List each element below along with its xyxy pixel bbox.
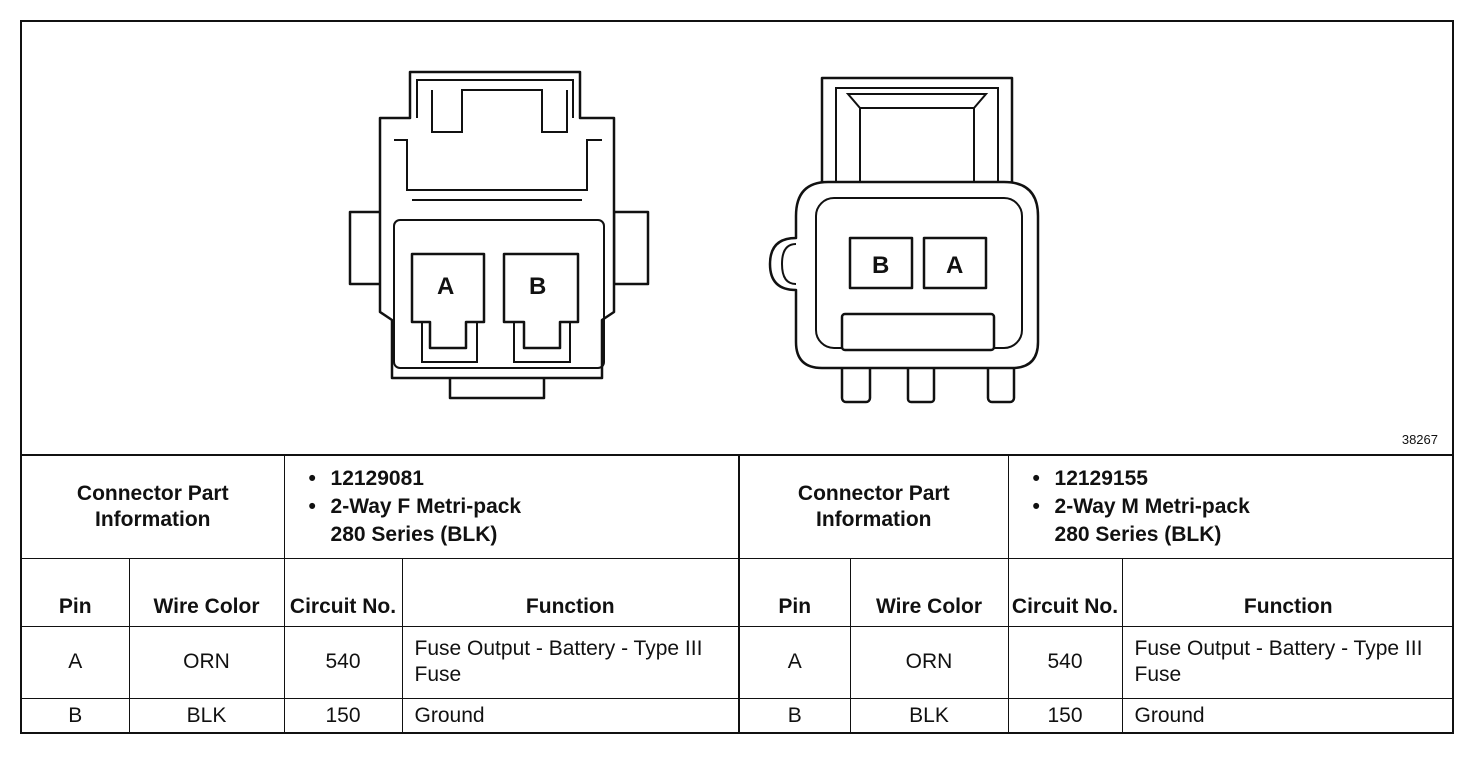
table-row: B BLK 150 Ground [22,697,738,734]
wire-color-cell: BLK [128,697,285,734]
table-row: A ORN 540 Fuse Output - Battery - Type I… [740,625,1454,699]
wire-color-cell: ORN [849,625,1009,699]
table-row: B BLK 150 Ground [740,697,1454,734]
cavity-label-left-1: A [437,273,454,300]
header-row: Pin Wire Color Circuit No. Function [22,557,738,627]
female-connector-table: Connector Part Information •12129081 •2-… [22,456,738,734]
male-latch-bar [840,312,996,352]
part-number: 12129155 [1054,466,1148,490]
function-cell: Fuse Output - Battery - Type III Fuse [401,625,738,699]
connector-part-info-label: Connector Part Information [740,456,1009,559]
part-info-block: •12129081 •2-Way F Metri-pack 280 Series… [283,456,738,559]
connector-illustrations: A B B A [348,70,1040,404]
header-row: Pin Wire Color Circuit No. Function [740,557,1454,627]
part-description-line-2: 280 Series (BLK) [1054,522,1222,546]
header-wire-color: Wire Color [128,557,285,627]
cavity-a [410,252,486,350]
header-function: Function [1121,557,1454,627]
male-connector-table: Connector Part Information •12129155 •2-… [738,456,1454,734]
header-circuit-no: Circuit No. [1007,557,1123,627]
figure-number: 38267 [1401,432,1438,447]
cavity-b-male [848,236,914,290]
part-info-block: •12129155 •2-Way M Metri-pack 280 Series… [1007,456,1454,559]
circuit-no-cell: 150 [1007,697,1123,734]
pin-cell: A [22,625,130,699]
part-description-line-2: 280 Series (BLK) [330,522,498,546]
diagram-frame: A B B A 38267 [20,20,1454,734]
header-circuit-no: Circuit No. [283,557,403,627]
connector-drawing: A B B A 38267 [22,22,1452,454]
connector-tables: Connector Part Information •12129081 •2-… [22,454,1454,734]
part-description-line-1: 2-Way F Metri-pack [330,494,522,518]
male-connector-graphic: B A [768,76,1040,404]
circuit-no-cell: 150 [283,697,403,734]
right-side-tab [612,210,650,286]
table-row: A ORN 540 Fuse Output - Battery - Type I… [22,625,738,699]
function-cell: Fuse Output - Battery - Type III Fuse [1121,625,1454,699]
header-function: Function [401,557,738,627]
header-pin: Pin [22,557,130,627]
pin-cell: A [740,625,851,699]
cavity-a-male [922,236,988,290]
part-number: 12129081 [330,466,424,490]
header-wire-color: Wire Color [849,557,1009,627]
pin-cell: B [22,697,130,734]
wire-color-cell: ORN [128,625,285,699]
part-info-row: Connector Part Information •12129155 •2-… [740,456,1454,559]
function-cell: Ground [1121,697,1454,734]
pin-cell: B [740,697,851,734]
connector-part-info-label: Connector Part Information [22,456,285,559]
cavity-label-right-2: A [946,252,963,279]
function-cell: Ground [401,697,738,734]
wire-color-cell: BLK [849,697,1009,734]
circuit-no-cell: 540 [283,625,403,699]
part-info-row: Connector Part Information •12129081 •2-… [22,456,738,559]
cavity-b [502,252,580,350]
female-connector-graphic: A B [348,70,650,400]
part-description-line-1: 2-Way M Metri-pack [1054,494,1250,518]
cavity-label-right-1: B [872,252,889,279]
cavity-label-left-2: B [529,273,546,300]
circuit-no-cell: 540 [1007,625,1123,699]
female-housing [378,70,616,380]
header-pin: Pin [740,557,851,627]
